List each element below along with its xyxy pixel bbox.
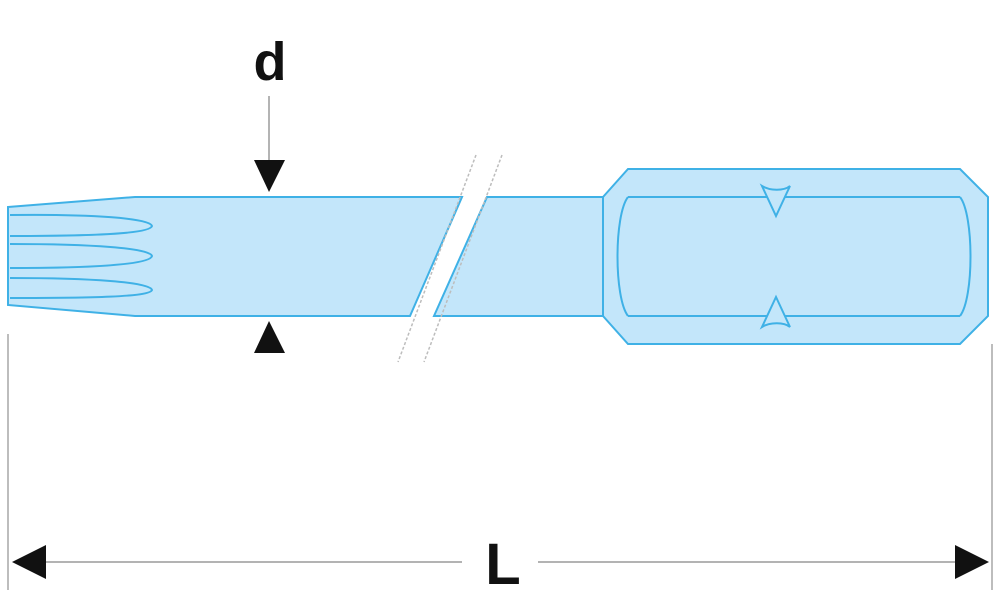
length-arrow-right-icon [955,545,989,579]
diameter-label: d [254,32,287,92]
diameter-arrow-down-icon [254,160,285,192]
torx-flute-line [9,243,154,269]
retention-groove-notch [759,294,791,330]
bit-tip-section [7,196,464,317]
break-marks [397,154,503,363]
torx-flute-line [9,213,154,237]
hex-drive-section [602,168,989,345]
hex-drive-outline [602,168,989,345]
break-mark-line [397,154,477,363]
diameter-dimension: d [254,32,287,353]
torx-tip-body [7,196,464,317]
length-label: L [485,532,520,593]
hex-facet-curve [959,196,972,317]
length-dimension: L [12,532,989,593]
bit-shank-section [432,196,604,317]
length-arrow-left-icon [12,545,46,579]
retention-groove-notch [759,183,791,219]
torx-flute-line [9,277,154,299]
diameter-arrow-up-icon [254,321,285,353]
break-mark-line [423,154,503,363]
hex-facet-curve [616,196,629,317]
